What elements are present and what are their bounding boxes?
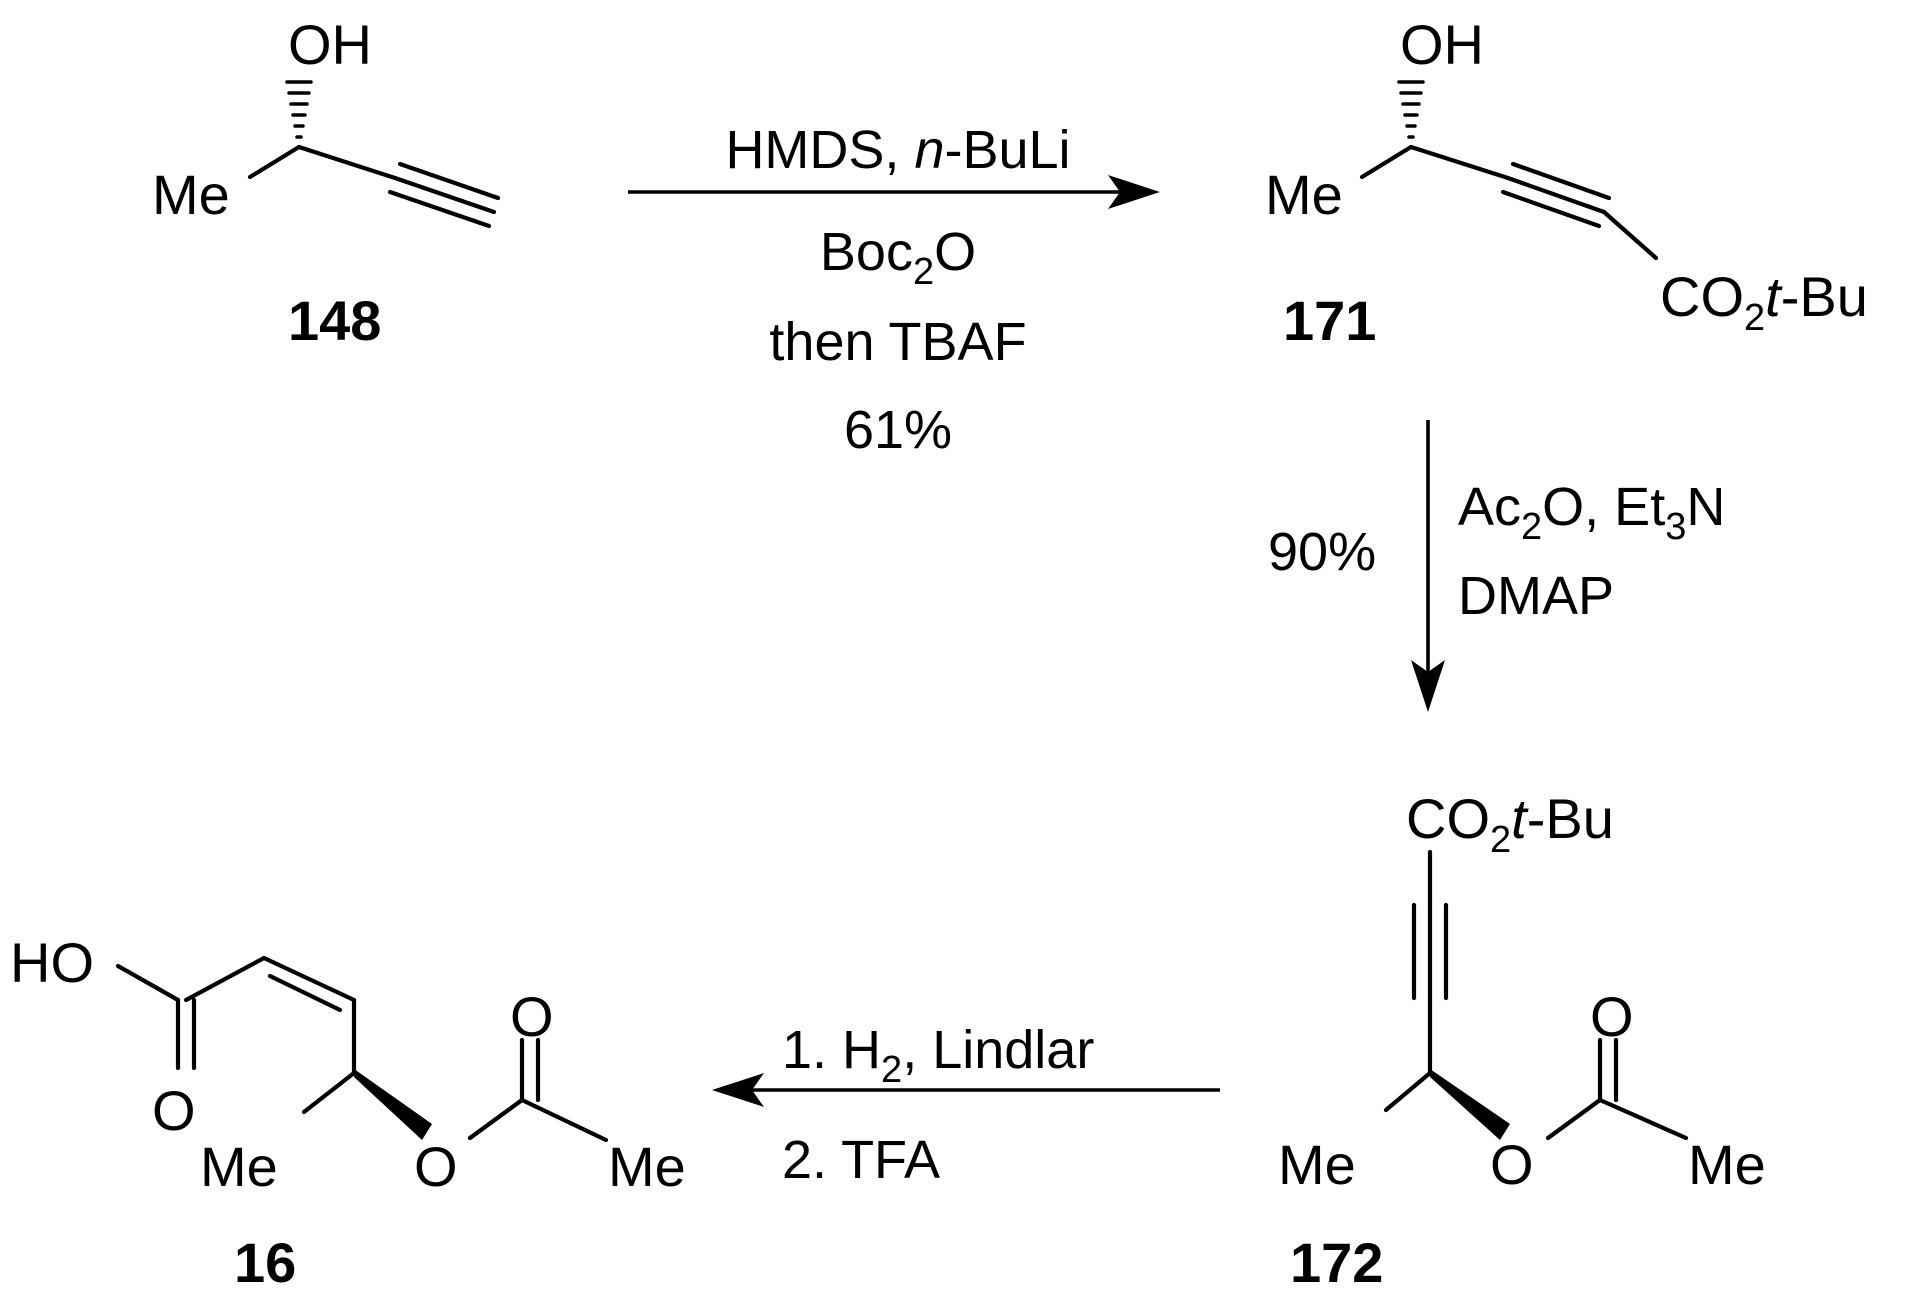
c171-me-label: Me [1265,163,1343,226]
c172-compound-number: 172 [1290,1231,1383,1294]
c16-acetyl-me-bond [519,1097,609,1143]
c16-o-acid-label: O [152,1079,196,1142]
step2-arrow [1411,420,1445,712]
step3-arrow [712,1073,1220,1107]
c148-me-bond [247,144,302,180]
c172-me-bond [1383,1070,1433,1113]
step2-reagents-line2: DMAP [1458,566,1614,626]
c171-oh-label: OH [1400,13,1484,76]
c148-triple-bond [387,161,501,229]
c148-me-label: Me [152,163,230,226]
c148-hashed-wedge [285,80,313,139]
c16-o-carbonyl-label: O [510,985,554,1048]
c172-acetyl-me-bond [1597,1097,1689,1141]
c16-o-c-bond [467,1097,525,1141]
c16-acid-carbonyl-double-bond [175,997,197,1071]
step3-reagents-line1: 1. H2, Lindlar [782,1020,1094,1091]
compound-172: CO2t-Bu Me O O Me 172 [1278,787,1766,1294]
compound-148: OH Me 148 [152,13,501,352]
c16-o-ester-label: O [414,1135,458,1198]
step1-reagents-line3: then TBAF [769,312,1026,372]
c16-cis-double-bond [261,955,357,1013]
c172-ester-label: CO2t-Bu [1406,787,1614,861]
c172-carbonyl-double-bond [1597,1037,1619,1103]
c171-chain-bond [1408,144,1511,181]
c16-compound-number: 16 [234,1231,296,1294]
c171-me-bond [1359,144,1414,180]
c172-o-c-bond [1545,1097,1603,1141]
c172-o-ester-label: O [1490,1133,1534,1196]
c16-ho-label: HO [10,931,94,994]
c148-chain-bond [296,144,398,181]
step2-conditions: Ac2O, Et3N DMAP 90% [1268,477,1725,626]
c172-triple-bond [1411,895,1449,1008]
c171-compound-number: 171 [1283,289,1376,352]
c16-me-bond [301,1070,357,1115]
c171-ester-bond [1601,209,1659,261]
step2-reagents-line1: Ac2O, Et3N [1458,477,1725,548]
c148-oh-label: OH [288,13,372,76]
c16-bold-wedge [354,1069,432,1140]
step3-conditions: 1. H2, Lindlar 2. TFA [782,1020,1094,1190]
c172-me-left-label: Me [1278,1133,1356,1196]
c171-ester-label: CO2t-Bu [1660,265,1868,339]
c172-o-carbonyl-label: O [1590,985,1634,1048]
c172-me-right-label: Me [1688,1133,1766,1196]
step1-reagents-line1: HMDS, n-BuLi [725,120,1070,180]
c172-bold-wedge [1430,1069,1510,1140]
step1-yield: 61% [844,400,952,460]
c16-me-right-label: Me [608,1135,686,1198]
c16-oh-bond [115,963,181,1003]
c148-compound-number: 148 [288,289,381,352]
c16-me-left-label: Me [200,1135,278,1198]
c171-hashed-wedge [1397,80,1425,139]
step2-yield: 90% [1268,522,1376,582]
c171-triple-bond [1500,161,1612,229]
step1-conditions: HMDS, n-BuLi Boc2O then TBAF 61% [725,120,1070,460]
step3-reagents-line2: 2. TFA [782,1130,940,1190]
compound-171: OH Me CO2t-Bu 171 [1265,13,1868,352]
compound-16: HO O Me O O Me 16 [10,931,686,1294]
step1-reagents-line2: Boc2O [820,222,976,293]
step1-arrow [628,175,1160,209]
c16-carbonyl-double-bond [519,1037,541,1103]
c16-acid-vinyl-bond [183,955,267,1003]
